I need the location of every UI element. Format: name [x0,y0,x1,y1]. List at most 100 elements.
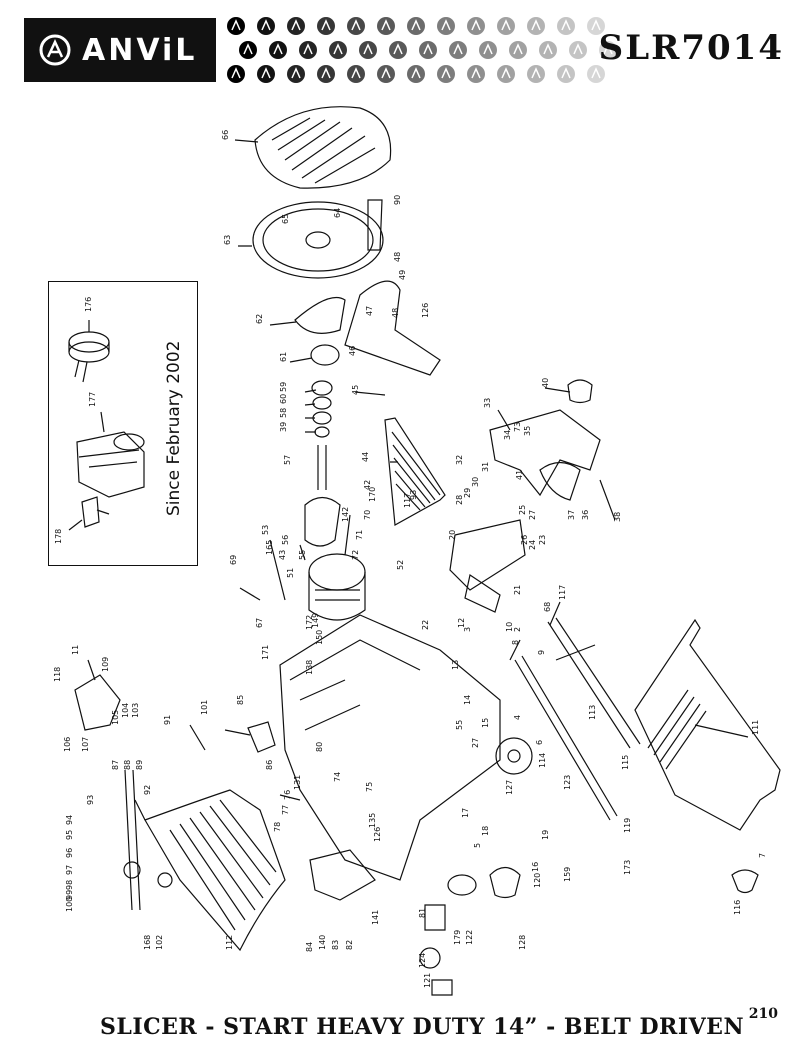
part-number-label: 63 [223,235,232,245]
part-number-label: 165 [265,540,274,555]
part-number-label: 124 [418,953,427,968]
pattern-logo-icon [299,41,317,59]
pattern-logo-icon [377,65,395,83]
part-number-label: 28 [455,495,464,505]
model-number: SLR7014 [598,28,784,68]
part-number-label: 68 [543,602,552,612]
pattern-logo-icon [539,41,557,59]
pattern-logo-icon [527,65,545,83]
blade-part [252,201,384,279]
blade-guard-part [254,106,392,189]
part-number-label: 2 [513,627,522,632]
part-number-label: 84 [305,942,314,952]
part-number-label: 39 [279,422,288,432]
part-number-label: 88 [123,760,132,770]
inset-part-label: 177 [88,392,97,407]
part-number-label: 119 [623,818,632,833]
pattern-logo-icon [509,41,527,59]
inset-part-label: 178 [54,529,63,544]
pattern-logo-icon [449,41,467,59]
part-number-label: 33 [483,398,492,408]
pattern-logo-icon [359,41,377,59]
part-number-label: 66 [221,130,230,140]
pattern-logo-icon [257,65,275,83]
pattern-logo-icon [269,41,287,59]
inset-since-2002-box: 176 177 178 [48,281,198,566]
part-number-label: 59 [279,382,288,392]
part-number-label: 35 [523,426,532,436]
inset-caption: Since February 2002 [164,340,184,517]
part-number-label: 32 [455,455,464,465]
brand-name: ANViL [82,32,198,68]
part-number-label: 126 [373,827,382,842]
part-number-label: 93 [409,490,418,500]
anvil-logo-icon [39,34,71,66]
part-number-label: 85 [236,695,245,705]
part-number-label: 12 [457,618,466,628]
part-number-label: 11 [71,645,80,655]
part-number-label: 131 [293,775,302,790]
part-number-label: 56 [281,535,290,545]
pattern-logo-icon [587,65,605,83]
part-number-label: 135 [368,813,377,828]
pattern-logo-icon [227,65,245,83]
part-number-label: 15 [481,718,490,728]
part-number-label: 44 [361,452,370,462]
part-number-label: 112 [225,935,234,950]
part-number-label: 19 [541,830,550,840]
pattern-logo-icon [497,17,515,35]
part-number-label: 61 [279,352,288,362]
part-number-label: 123 [563,775,572,790]
part-number-label: 4 [513,715,522,720]
part-number-label: 82 [345,940,354,950]
part-number-label: 90 [393,195,402,205]
part-number-label: 83 [331,940,340,950]
part-number-label: 98 [65,880,74,890]
part-number-label: 45 [351,385,360,395]
product-tray-part [144,789,286,952]
part-number-label: 10 [505,622,514,632]
part-number-label: 102 [155,935,164,950]
part-number-label: 128 [518,935,527,950]
pattern-logo-icon [407,65,425,83]
part-number-label: 5 [473,843,482,848]
part-number-label: 116 [733,900,742,915]
pattern-logo-icon [329,41,347,59]
part-number-label: 27 [528,510,537,520]
part-number-label: 53 [261,525,270,535]
pattern-logo-icon [599,41,617,59]
part-number-label: 48 [391,308,400,318]
part-number-label: 73 [513,422,522,432]
part-number-label: 87 [111,760,120,770]
part-number-label: 117 [403,493,412,508]
part-number-label: 8 [511,640,520,645]
part-number-label: 41 [515,470,524,480]
part-number-label: 172 [305,615,314,630]
part-number-label: 141 [371,910,380,925]
part-number-label: 76 [283,790,292,800]
part-number-label: 25 [518,505,527,515]
slicer-base-part [279,614,501,881]
part-number-label: 78 [273,822,282,832]
pattern-logo-icon [467,17,485,35]
part-number-label: 109 [101,657,110,672]
part-number-label: 126 [421,303,430,318]
part-number-label: 21 [513,585,522,595]
pattern-logo-icon [557,17,575,35]
pattern-logo-icon [437,17,455,35]
part-number-label: 20 [448,530,457,540]
pattern-logo-icon [557,65,575,83]
part-number-label: 96 [65,848,74,858]
pattern-logo-icon [479,41,497,59]
part-number-label: 34 [503,430,512,440]
part-number-label: 46 [348,346,357,356]
part-number-label: 80 [315,742,324,752]
page-number: 210 [748,1006,778,1022]
part-number-label: 17 [461,808,470,818]
pattern-logo-icon [257,17,275,35]
part-number-label: 115 [621,755,630,770]
part-number-label: 37 [567,510,576,520]
part-number-label: 74 [333,772,342,782]
part-number-label: 140 [318,935,327,950]
